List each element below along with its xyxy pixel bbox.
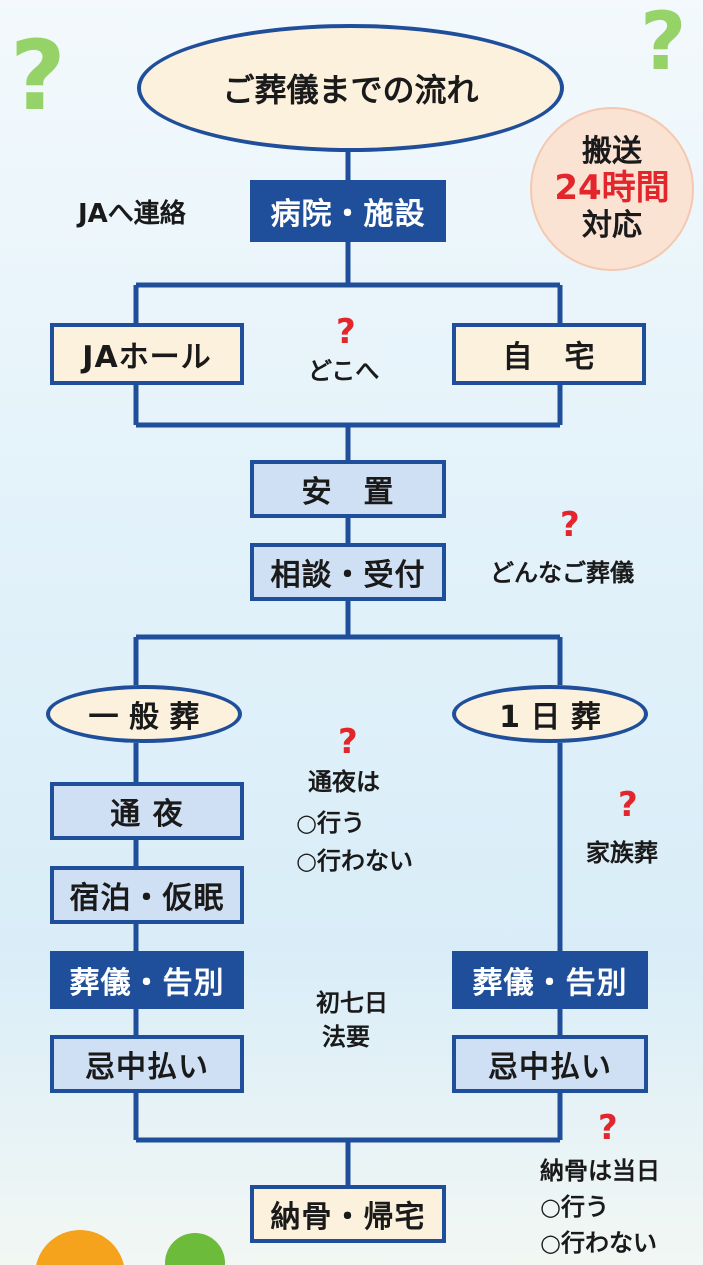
note-wake-do: ○行う: [296, 809, 365, 837]
step-burial: 納骨・帰宅: [250, 1185, 446, 1243]
question-mark-icon: ?: [560, 505, 580, 545]
flow-title: ご葬儀までの流れ: [137, 24, 564, 152]
note-family-funeral: 家族葬: [586, 839, 658, 867]
question-mark-icon: ?: [618, 785, 638, 825]
decorative-question-icon-left: ?: [10, 20, 66, 132]
note-wake-not: ○行わない: [296, 847, 413, 875]
note-burial-do: ○行う: [540, 1193, 609, 1221]
question-mark-icon: ?: [336, 312, 356, 352]
step-wake: 通 夜: [50, 782, 244, 840]
decorative-question-icon-right: ?: [640, 0, 687, 88]
question-mark-icon: ?: [598, 1108, 618, 1148]
note-burial-not: ○行わない: [540, 1229, 657, 1257]
step-hospital: 病院・施設: [250, 180, 446, 242]
step-ja-hall: JAホール: [50, 323, 244, 385]
step-funeral-left: 葬儀・告別: [50, 951, 244, 1009]
note-contact-ja: JAへ連絡: [78, 199, 186, 229]
step-funeral-right: 葬儀・告別: [452, 951, 648, 1009]
step-home: 自 宅: [452, 323, 646, 385]
step-stay: 宿泊・仮眠: [50, 866, 244, 924]
step-placement: 安 置: [250, 460, 446, 518]
branch-one-day-funeral: 1 日 葬: [452, 685, 648, 743]
step-memorial-left: 忌中払い: [50, 1035, 244, 1093]
transport-24h-badge: 搬送 24時間 対応: [530, 107, 694, 271]
badge-line2: 24時間: [554, 168, 670, 209]
decorative-flower-icons: [36, 1230, 225, 1265]
step-memorial-right: 忌中払い: [452, 1035, 648, 1093]
step-consult: 相談・受付: [250, 543, 446, 601]
note-first-seventh-day-1: 初七日: [316, 989, 388, 1017]
note-what-funeral: どんなご葬儀: [490, 559, 634, 587]
note-where: どこへ: [308, 357, 380, 385]
badge-line3: 対応: [582, 207, 642, 243]
note-wake-question: 通夜は: [308, 768, 380, 796]
note-first-seventh-day-2: 法要: [322, 1023, 370, 1051]
flow-title-text: ご葬儀までの流れ: [222, 71, 479, 109]
badge-line1: 搬送: [582, 133, 642, 169]
note-burial-same-day: 納骨は当日: [540, 1157, 660, 1185]
branch-general-funeral: 一 般 葬: [46, 685, 242, 743]
question-mark-icon: ?: [338, 722, 358, 762]
